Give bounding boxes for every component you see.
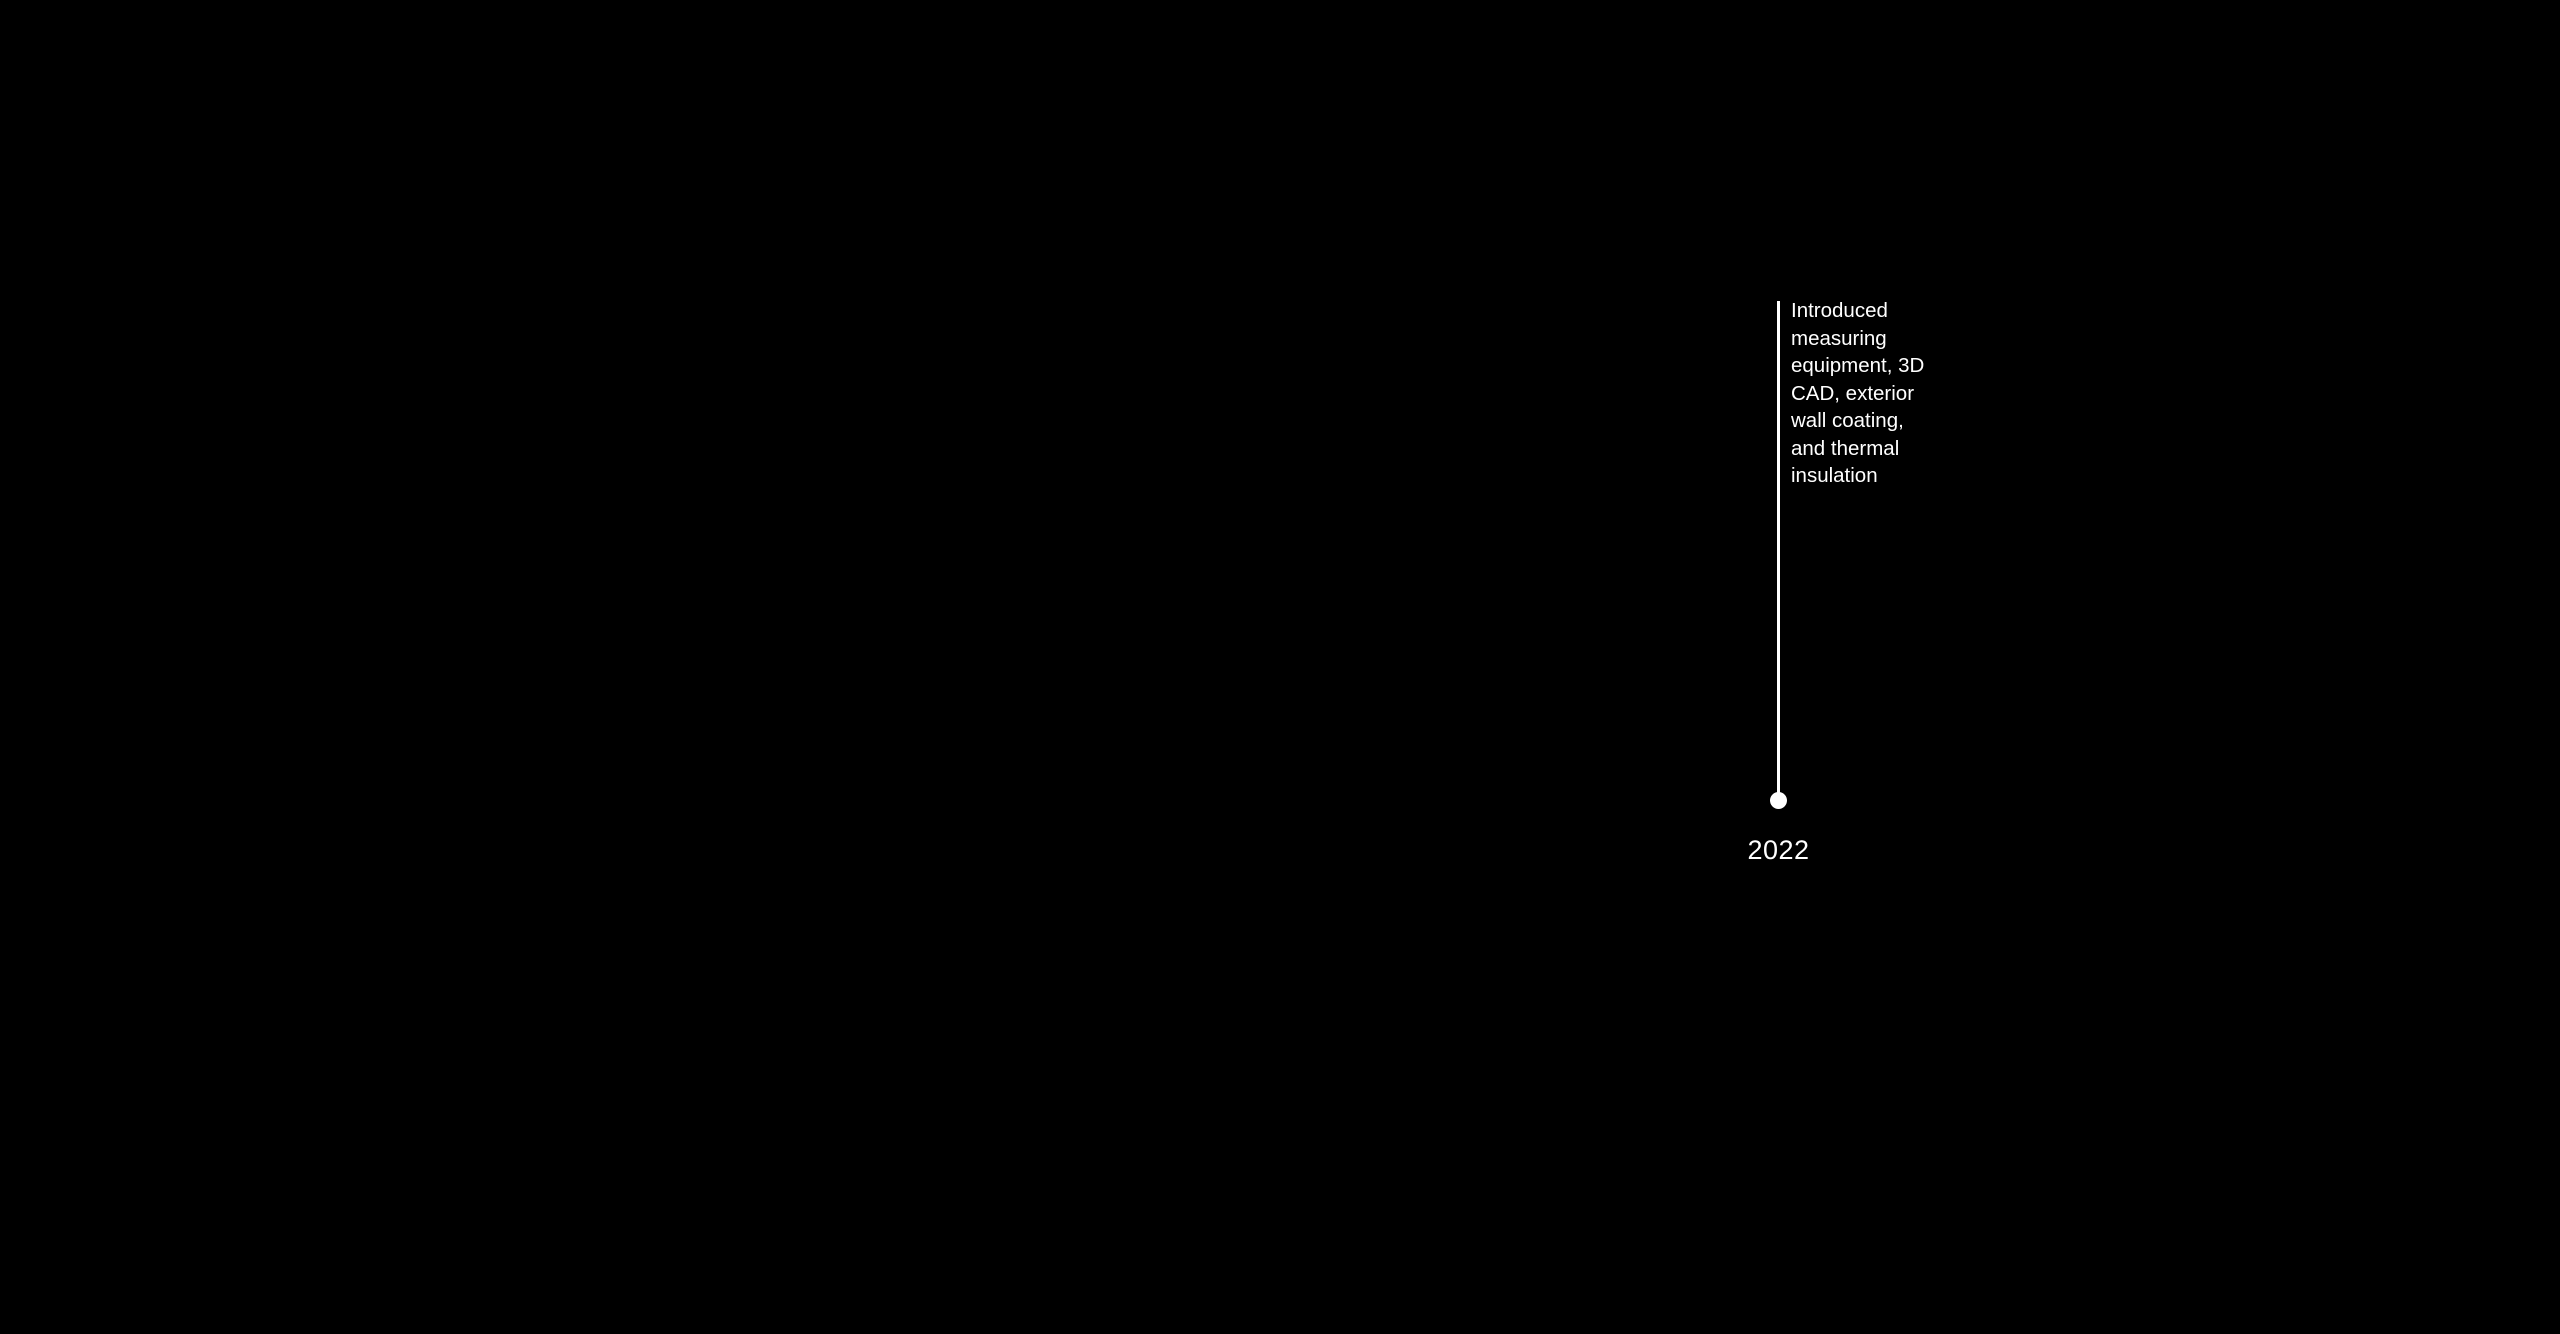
timeline-description: Introduced measuring equipment, 3D CAD, …	[1791, 299, 1925, 487]
timeline-dot	[1770, 792, 1787, 809]
timeline-year-label: 2022	[1747, 835, 1810, 865]
timeline-connector-line	[1777, 301, 1780, 800]
